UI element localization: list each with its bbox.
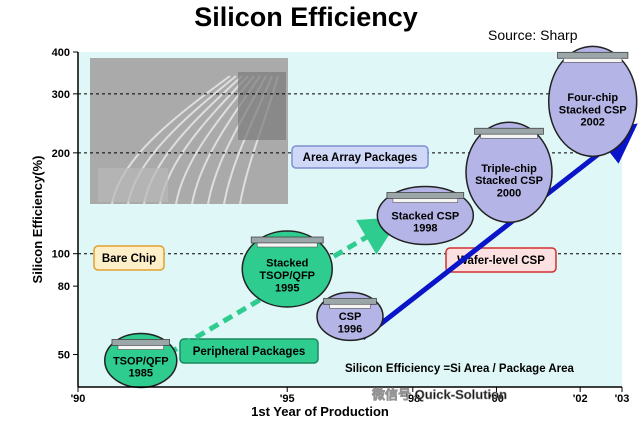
y-tick-label-2: 100 [52, 249, 70, 261]
y-tick-label-0: 50 [58, 350, 70, 362]
source-label: Source: Sharp [488, 27, 578, 43]
y-axis-title: Silicon Efficiency(%) [30, 156, 45, 284]
formula-text: Silicon Efficiency =Si Area / Package Ar… [345, 363, 575, 375]
y-tick-label-5: 400 [52, 47, 70, 59]
callout-label-2: Wafer-level CSP [457, 255, 545, 267]
callout-box-0: Bare Chip [93, 245, 165, 271]
callout-box-3: Peripheral Packages [179, 338, 319, 364]
y-tick-label-4: 300 [52, 89, 70, 101]
package-ellipse-4 [465, 121, 553, 224]
x-tick-label-5: '03 [615, 393, 630, 405]
package-icon-2 [323, 297, 377, 305]
x-tick-label-3: '00 [489, 393, 504, 405]
x-tick-label-2: '98 [405, 393, 420, 405]
package-icon-1 [250, 236, 324, 244]
series-arrow-1 [361, 123, 638, 341]
chip-photo [90, 58, 288, 205]
x-tick-label-0: '90 [71, 393, 86, 405]
x-tick-label-1: '95 [280, 393, 295, 405]
callout-box-2: Wafer-level CSP [445, 247, 557, 273]
y-tick-label-3: 200 [52, 148, 70, 160]
package-icon-3 [386, 192, 465, 199]
package-icon-4 [474, 127, 544, 135]
x-tick-label-4: '02 [573, 393, 588, 405]
x-axis-title: 1st Year of Production [251, 404, 389, 419]
package-ellipse-1 [241, 230, 333, 308]
package-ellipse-5 [547, 45, 638, 158]
chart-title: Silicon Efficiency [194, 2, 418, 32]
package-icon-0 [111, 339, 170, 346]
callout-label-1: Area Array Packages [303, 152, 418, 164]
package-icon-5 [557, 51, 629, 59]
callout-label-0: Bare Chip [102, 253, 156, 265]
callout-box-1: Area Array Packages [291, 145, 429, 169]
y-tick-label-1: 80 [58, 281, 70, 293]
callout-label-3: Peripheral Packages [193, 346, 306, 358]
watermark-text: 微信号 Quick-Solution [371, 387, 507, 402]
